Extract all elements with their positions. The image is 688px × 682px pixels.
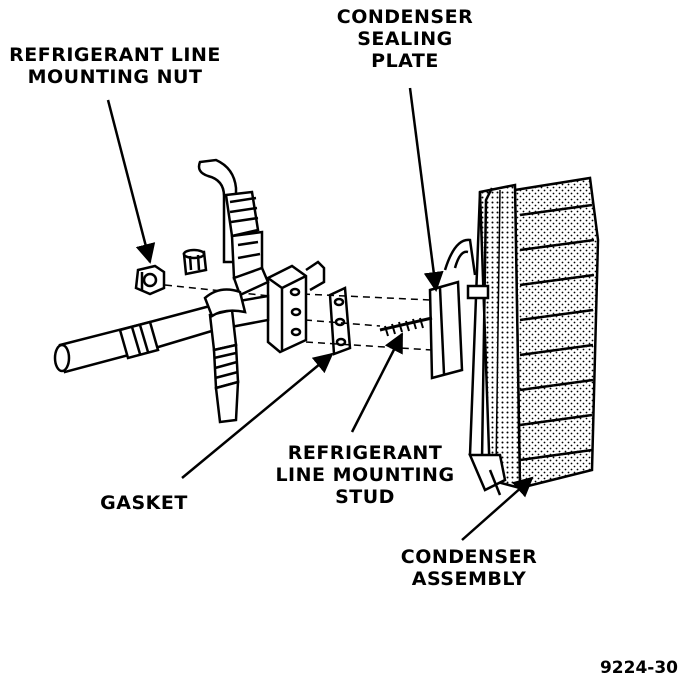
figure-number: 9224-30 <box>599 658 678 678</box>
refrigerant-line-mounting-nut <box>134 264 166 296</box>
label-condenser-sealing-plate: CONDENSER SEALING PLATE <box>330 6 480 72</box>
arrow-mounting-nut <box>106 99 156 264</box>
label-line: GASKET <box>100 492 188 514</box>
label-line: LINE MOUNTING <box>275 464 455 486</box>
label-line: MOUNTING NUT <box>27 66 203 88</box>
label-refrigerant-line-mounting-stud: REFRIGERANT LINE MOUNTING STUD <box>270 442 460 508</box>
label-line: PLATE <box>371 50 439 72</box>
label-line: SEALING <box>357 28 453 50</box>
washer <box>182 248 208 276</box>
condenser-assembly <box>468 176 600 496</box>
refrigerant-line-mounting-stud <box>379 316 433 337</box>
label-line: CONDENSER <box>336 6 474 28</box>
label-line: CONDENSER <box>400 546 538 568</box>
label-line: REFRIGERANT LINE <box>9 44 221 66</box>
label-condenser-assembly: CONDENSER ASSEMBLY <box>392 546 546 590</box>
refrigerant-lines <box>53 158 270 424</box>
label-line: REFRIGERANT <box>287 442 443 464</box>
label-line: ASSEMBLY <box>411 568 527 590</box>
label-line: STUD <box>335 486 395 508</box>
refrigerant-line-block <box>266 260 326 354</box>
arrow-sealing-plate <box>408 87 444 292</box>
arrow-condenser-assembly <box>461 476 534 541</box>
arrow-mounting-stud <box>350 332 404 433</box>
arrow-gasket <box>181 352 334 479</box>
label-gasket: GASKET <box>92 492 196 514</box>
label-refrigerant-line-mounting-nut: REFRIGERANT LINE MOUNTING NUT <box>4 44 226 88</box>
condenser-sealing-plate <box>428 238 490 380</box>
gasket <box>328 286 352 356</box>
